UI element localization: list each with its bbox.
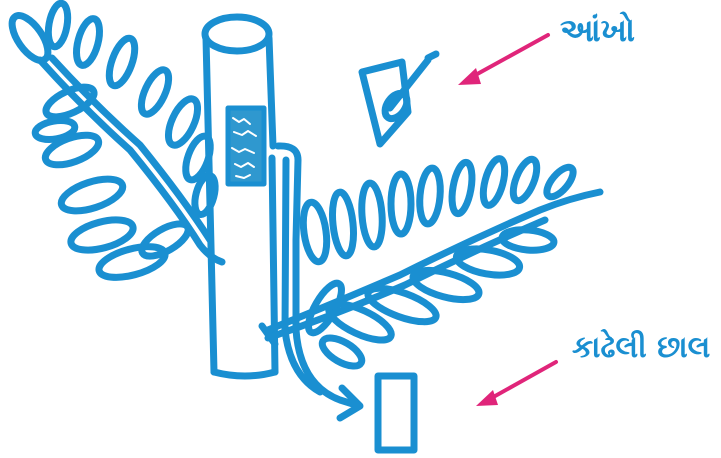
bark-pointer-arrowhead: [476, 390, 498, 406]
eye-pointer-arrow: [468, 33, 550, 80]
left-leaf-rachis: [36, 56, 226, 266]
removed-bark-piece: [374, 372, 418, 454]
stem-left-edge: [202, 34, 218, 376]
eye-pointer-arrowhead: [458, 68, 481, 85]
eye-bud-piece: [358, 50, 440, 148]
right-leaf-stub: [258, 322, 279, 348]
bark-pointer-arrow: [486, 360, 558, 402]
eye-label: આંખો: [560, 11, 636, 49]
stem-right-edge: [265, 34, 277, 150]
removed-bark-label: કાઢેલી છાલ: [572, 330, 711, 365]
right-compound-leaf: [258, 155, 604, 370]
stem-base: [210, 368, 279, 380]
left-compound-leaf: [8, 0, 226, 281]
stem-top-cut: [201, 13, 273, 55]
left-leaflets: [8, 0, 219, 281]
stem-bark-texture: [231, 117, 257, 179]
bark-strip-arrowhead: [336, 384, 364, 422]
right-leaflets: [299, 155, 577, 370]
